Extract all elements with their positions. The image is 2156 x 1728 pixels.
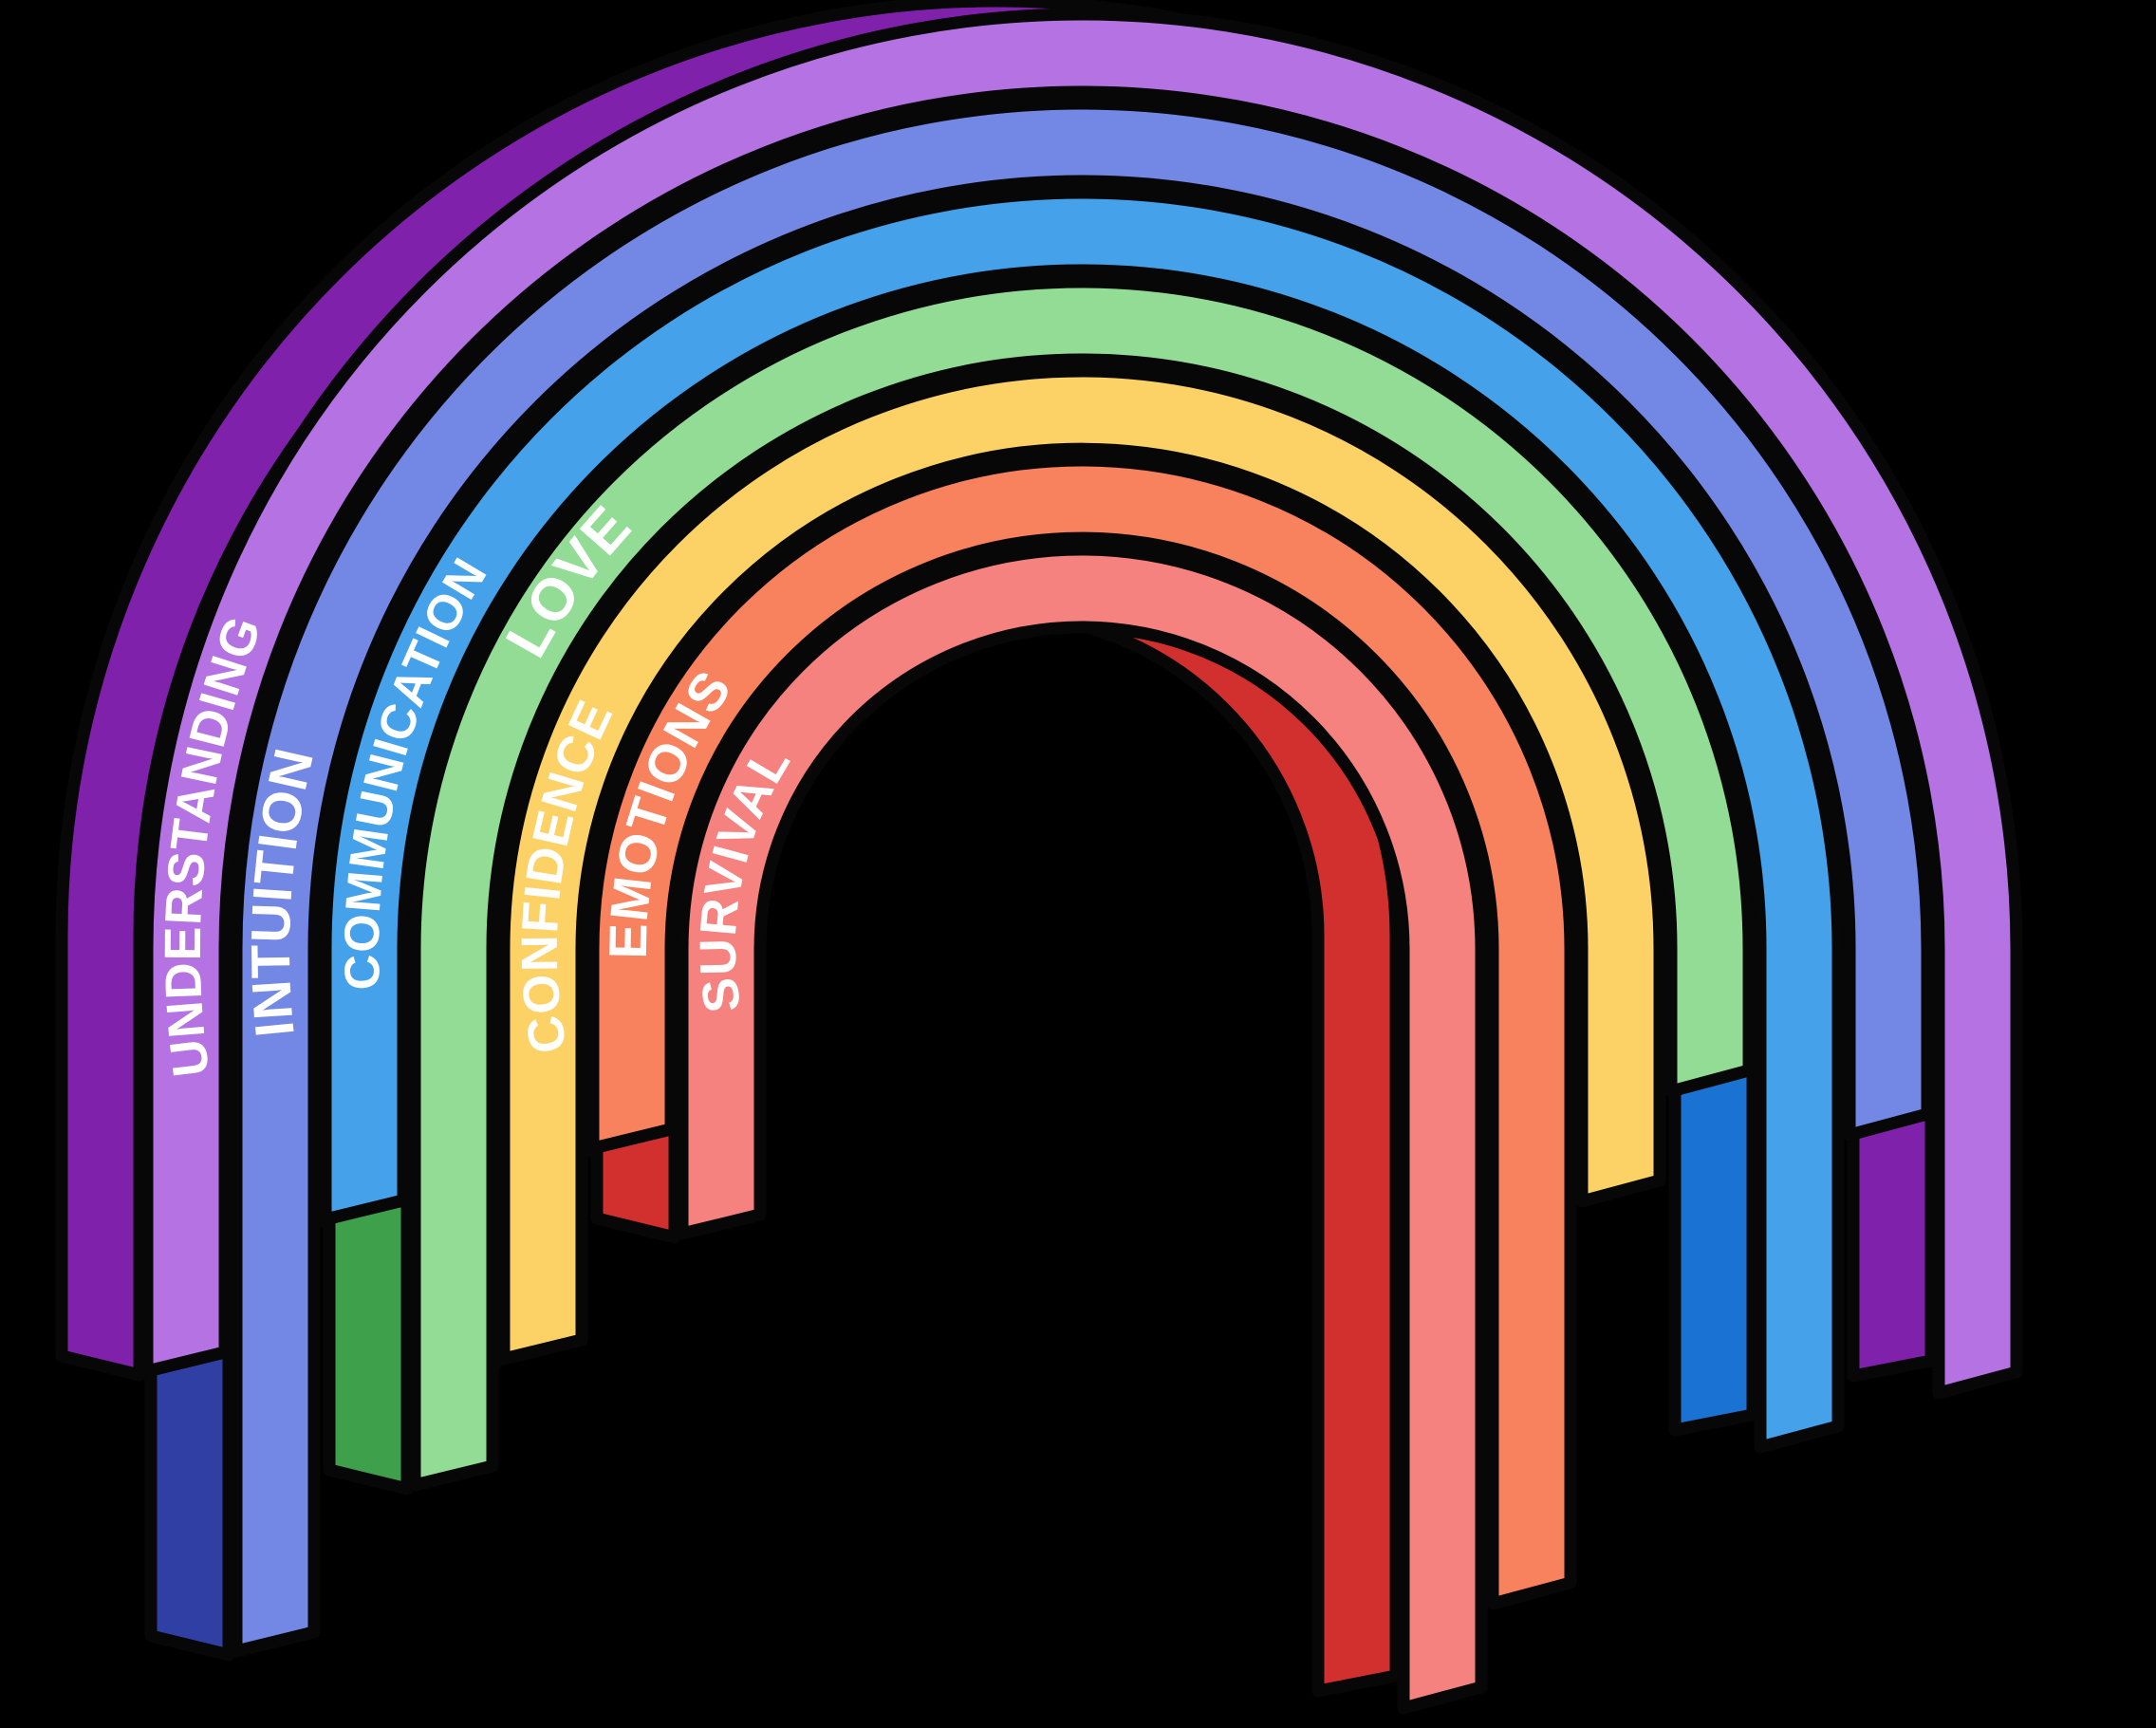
arch-understanding-front-face xyxy=(140,8,2023,1400)
arch-confidence-front-face xyxy=(497,364,1666,1366)
arch-communication-front-face xyxy=(319,186,1845,1454)
arch-survival-front-face xyxy=(676,543,1488,1715)
arch-intuition-front-face xyxy=(230,97,1934,1658)
arch-emotions-front-face xyxy=(586,454,1577,1610)
arch-love-front-face xyxy=(408,275,1756,1492)
arch-front-faces xyxy=(140,8,2023,1715)
